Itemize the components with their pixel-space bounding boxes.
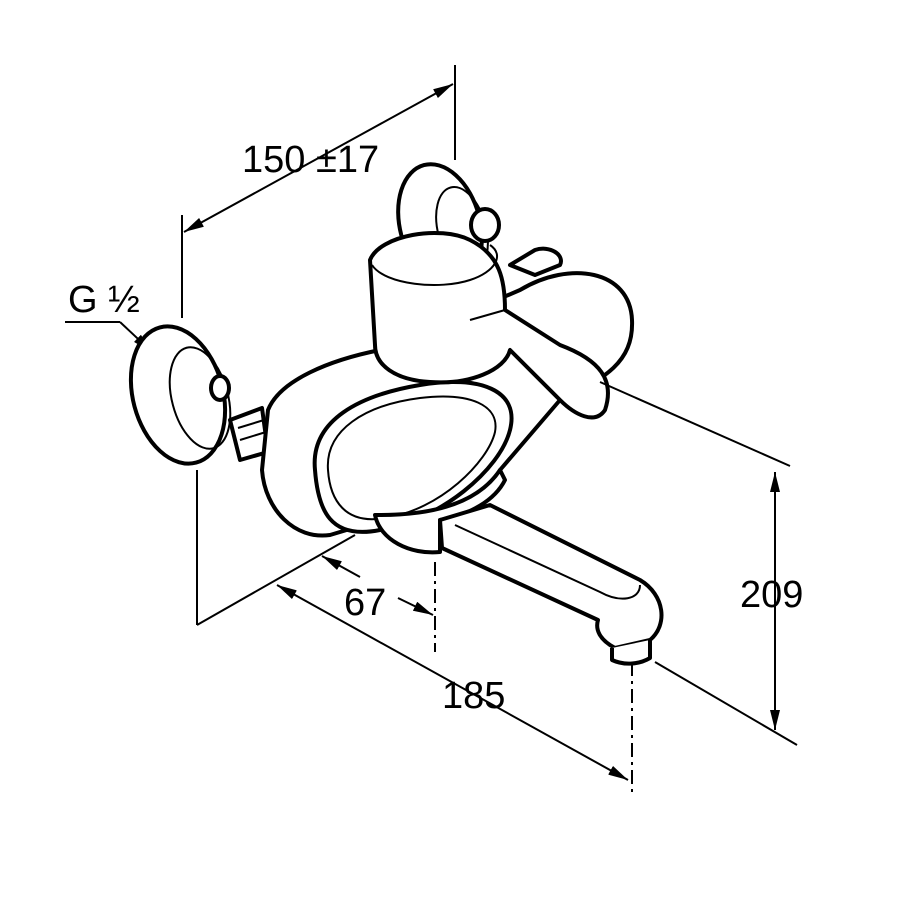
label-209: 209 [740,574,803,616]
label-67: 67 [344,582,386,624]
spout [438,503,664,666]
lever-handle [368,230,610,420]
dimension-185 [196,470,633,792]
label-185: 185 [442,675,505,717]
dimension-150 [181,65,456,318]
label-thread: G ½ [68,279,140,321]
dimension-67 [321,555,436,652]
left-rosette [128,324,270,466]
label-150: 150 ±17 [242,139,379,181]
dimension-209 [599,381,798,746]
